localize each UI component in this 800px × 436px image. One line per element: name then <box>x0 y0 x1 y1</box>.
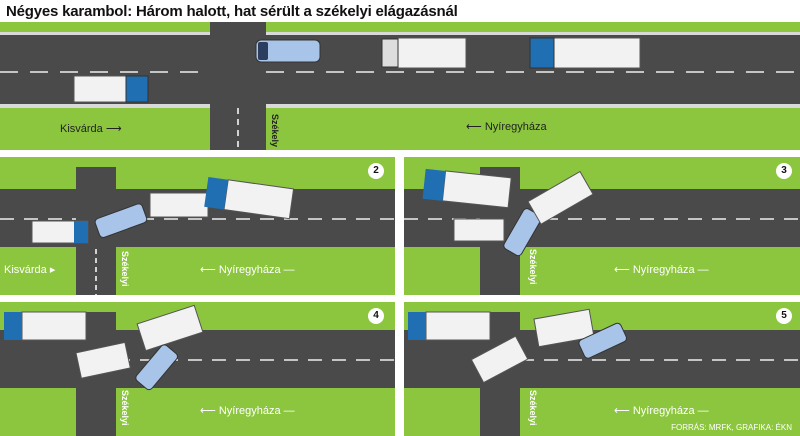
truck-shape <box>381 37 467 69</box>
side-road-label: Székelyi <box>120 390 130 426</box>
van-shape <box>73 75 149 103</box>
truck-shape <box>527 170 594 225</box>
direction-label-kisvarda: Kisvárda <box>4 264 47 276</box>
van-shape <box>135 344 178 391</box>
scene-1-drawing <box>0 22 800 150</box>
page-title: Négyes karambol: Három halott, hat sérül… <box>6 3 458 20</box>
scene-2-drawing <box>0 157 395 295</box>
scene-5-drawing <box>404 302 800 436</box>
side-road-label: Székely <box>270 114 280 148</box>
scene-panel-5: 5 ⟵ Nyíregyháza — Székelyi FORRÁS: MRFK,… <box>404 302 800 436</box>
scene-panel-2: 2 Kisvárda ▸ ⟵ Nyíregyháza — Székelyi <box>0 157 395 295</box>
direction-label-nyiregyhaza: Nyíregyháza <box>632 405 695 417</box>
direction-label-nyiregyhaza: Nyíregyháza <box>484 121 547 133</box>
van-shape <box>75 341 131 379</box>
truck-shape <box>529 37 641 69</box>
scene-panel-4: 4 ⟵ Nyíregyháza — Székelyi <box>0 302 395 436</box>
side-road-label: Székelyi <box>528 390 538 426</box>
van-shape <box>578 322 627 359</box>
direction-label-nyiregyhaza: Nyíregyháza <box>218 264 281 276</box>
truck-shape <box>149 192 209 218</box>
step-number-4: 4 <box>368 308 384 324</box>
van-shape <box>470 335 529 384</box>
truck-shape <box>533 308 595 348</box>
scene-panel-1: Kisvárda ⟶ ⟵ Nyíregyháza Székely <box>0 22 800 150</box>
van-shape <box>255 39 321 63</box>
side-road-label: Székelyi <box>120 251 130 287</box>
truck-shape <box>136 304 204 352</box>
direction-label-nyiregyhaza: Nyíregyháza <box>632 264 695 276</box>
source-credit: FORRÁS: MRFK, GRAFIKA: ÉKN <box>671 423 792 432</box>
step-number-2: 2 <box>368 163 384 179</box>
van-shape <box>31 220 89 244</box>
truck-shape <box>408 311 491 341</box>
van-shape <box>453 218 505 242</box>
scene-4-drawing <box>0 302 395 436</box>
truck-shape <box>204 177 295 220</box>
direction-label-nyiregyhaza: Nyíregyháza <box>218 405 281 417</box>
truck-shape <box>422 168 512 209</box>
truck-shape <box>4 311 87 341</box>
van-shape <box>94 203 148 238</box>
direction-label-kisvarda: Kisvárda <box>60 123 103 135</box>
step-number-5: 5 <box>776 308 792 324</box>
side-road-label: Székelyi <box>528 249 538 285</box>
scene-3-drawing <box>404 157 800 295</box>
step-number-3: 3 <box>776 163 792 179</box>
scene-panel-3: 3 ⟵ Nyíregyháza — Székelyi <box>404 157 800 295</box>
